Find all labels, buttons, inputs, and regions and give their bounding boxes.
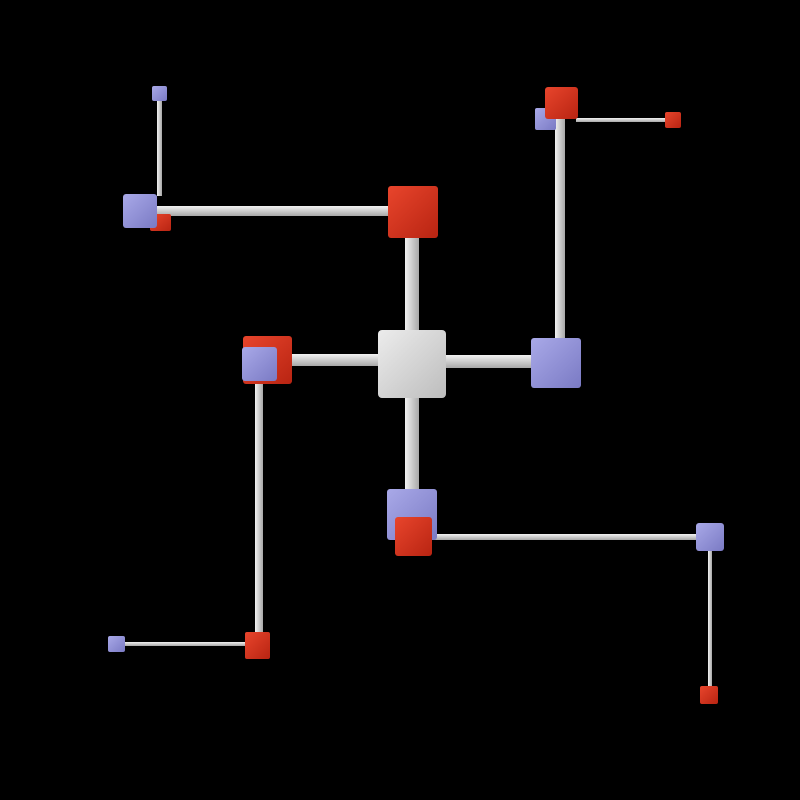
red-cube <box>388 186 438 238</box>
rod <box>555 118 565 340</box>
root-cube <box>378 330 446 398</box>
rod <box>576 118 666 122</box>
purple-cube <box>696 523 724 551</box>
red-cube <box>395 517 432 556</box>
red-cube <box>545 87 578 119</box>
purple-cube <box>242 347 277 381</box>
rod <box>405 396 419 491</box>
rod <box>444 355 534 368</box>
cubes <box>108 86 724 704</box>
red-cube <box>700 686 718 704</box>
rod <box>124 642 246 646</box>
rod <box>405 236 419 332</box>
rod <box>157 100 162 196</box>
purple-cube <box>152 86 167 101</box>
rod <box>430 534 698 540</box>
purple-cube <box>123 194 157 228</box>
purple-cube <box>531 338 581 388</box>
rod <box>155 206 390 216</box>
rod <box>290 354 380 366</box>
red-cube <box>665 112 681 128</box>
connector-rods <box>124 100 712 688</box>
purple-cube <box>108 636 125 652</box>
red-cube <box>245 632 270 659</box>
rod <box>708 550 712 688</box>
rod <box>255 380 263 634</box>
